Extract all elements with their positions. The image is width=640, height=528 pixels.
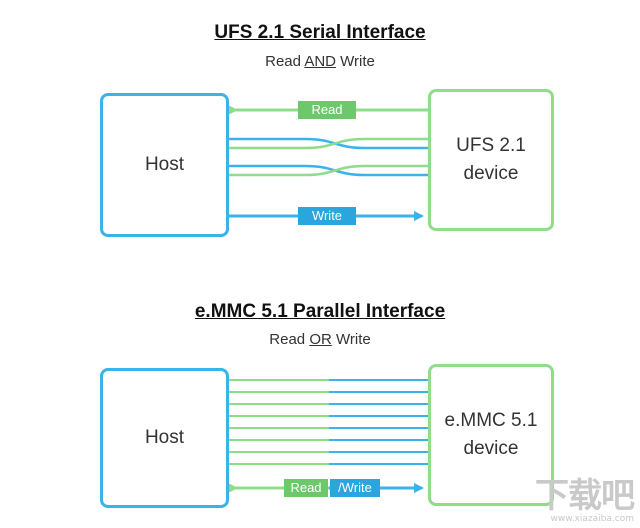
ufs-lane-2 — [229, 137, 428, 150]
emmc-write-label: /Write — [338, 480, 372, 495]
ufs-device-line2: device — [463, 163, 519, 184]
ufs-host-label: Host — [144, 154, 185, 175]
emmc-device-line2: device — [463, 438, 519, 459]
ufs-read-label: Read — [311, 102, 343, 117]
ufs-subtitle-post: Write — [335, 53, 375, 70]
emmc-read-label: Read — [290, 480, 322, 495]
ufs-title: UFS 2.1 Serial Interface — [214, 22, 426, 43]
emmc-host-box: Host — [100, 368, 229, 508]
ufs-device-box: UFS 2.1 device — [428, 89, 554, 231]
emmc-subtitle-pre: Read — [269, 331, 310, 348]
ufs-lane-4 — [229, 164, 428, 177]
emmc-write-tag — [330, 479, 380, 497]
watermark-url: www.xiazaiba.com — [550, 514, 634, 524]
emmc-lanes — [229, 379, 428, 465]
ufs-write-tag — [298, 207, 356, 225]
emmc-subtitle-post: Write — [331, 331, 371, 348]
ufs-read-tag — [298, 101, 356, 119]
emmc-host-label: Host — [144, 427, 185, 448]
ufs-subtitle-pre: Read — [265, 53, 305, 70]
emmc-device-line1: e.MMC 5.1 — [444, 410, 538, 431]
emmc-subtitle: Read OR Write — [0, 331, 640, 348]
emmc-device-box: e.MMC 5.1 device — [428, 364, 554, 506]
ufs-write-label: Write — [311, 208, 343, 223]
ufs-lanes — [229, 137, 428, 177]
ufs-lane-1 — [229, 137, 428, 150]
emmc-read-tag — [284, 479, 328, 497]
ufs-subtitle-and: AND — [304, 53, 336, 70]
emmc-subtitle-or: OR — [309, 331, 332, 348]
ufs-lane-3 — [229, 164, 428, 177]
watermark-logo: 下载吧 — [535, 476, 635, 516]
ufs-device-line1: UFS 2.1 — [456, 135, 526, 156]
emmc-title: e.MMC 5.1 Parallel Interface — [194, 301, 446, 322]
watermark: 下载吧 www.xiazaiba.com — [535, 476, 635, 524]
ufs-host-box: Host — [100, 93, 229, 237]
ufs-subtitle: Read AND Write — [0, 53, 640, 70]
